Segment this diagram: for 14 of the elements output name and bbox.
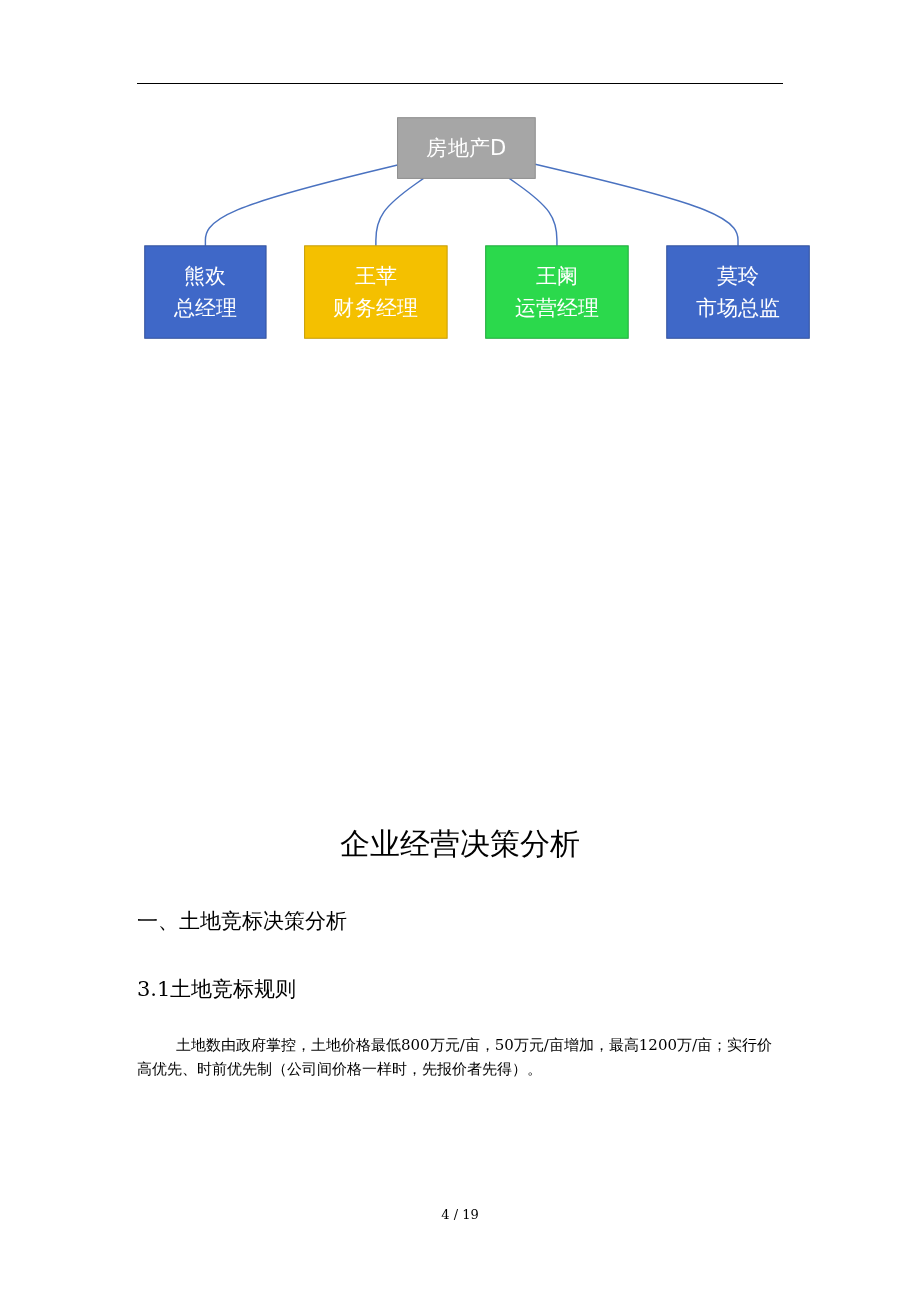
node-box: 王苹 财务经理 bbox=[304, 245, 448, 339]
subsection-heading: 3.1土地竞标规则 bbox=[137, 976, 298, 1003]
connector bbox=[534, 163, 739, 247]
node-box: 熊欢 总经理 bbox=[144, 245, 267, 339]
connector bbox=[508, 177, 558, 247]
node-box: 莫玲 市场总监 bbox=[666, 245, 810, 339]
connector bbox=[375, 177, 425, 247]
node-box: 王阑 运营经理 bbox=[485, 245, 629, 339]
section-heading: 企业经营决策分析 bbox=[339, 825, 581, 863]
connector bbox=[204, 164, 399, 247]
node-box: 房地产D bbox=[397, 117, 536, 179]
subsection-heading: 一、土地竞标决策分析 bbox=[137, 908, 348, 935]
page-number: 4 / 19 bbox=[440, 1206, 480, 1224]
body-paragraph: 土地数由政府掌控，土地价格最低800万元/亩，50万元/亩增加，最高1200万/亩；实行价高优先、时前优先制（公司间价格一样时，先报价者先得）。 bbox=[137, 1035, 774, 1080]
